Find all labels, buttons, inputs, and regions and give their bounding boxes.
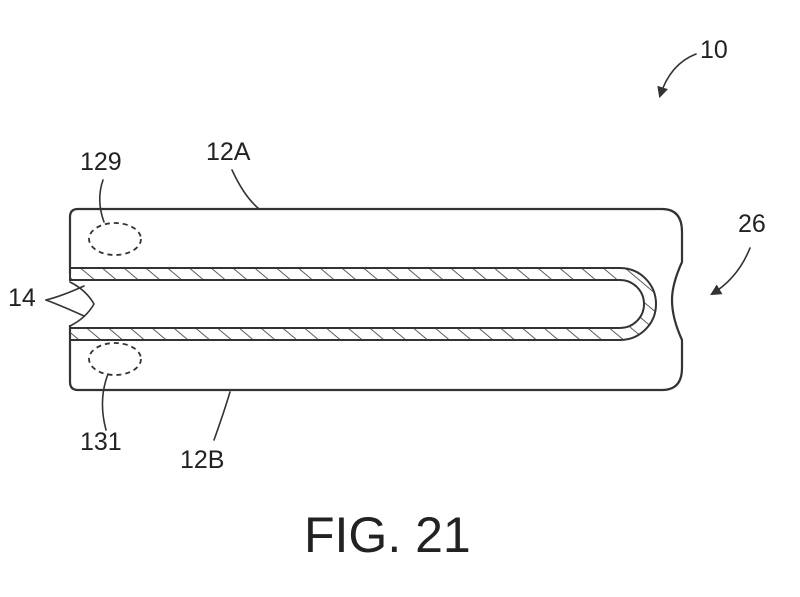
device-arrow	[657, 53, 697, 99]
gap-notch	[69, 281, 95, 327]
housing-outline	[68, 207, 684, 392]
leader-12b	[213, 391, 231, 441]
leader-129	[98, 179, 105, 223]
label-129: 129	[80, 148, 122, 176]
leader-14-upper	[45, 285, 85, 301]
label-12a: 12A	[206, 138, 251, 166]
flexible-display-layer	[69, 267, 657, 341]
label-131: 131	[80, 428, 122, 456]
leader-12a	[231, 169, 259, 209]
label-26: 26	[738, 210, 766, 238]
hinge-arrow	[710, 247, 751, 296]
label-14: 14	[8, 284, 36, 312]
figure-caption: FIG. 21	[304, 507, 471, 563]
label-10: 10	[700, 36, 728, 64]
leader-14-lower	[45, 299, 85, 317]
lower-component-outline	[88, 342, 142, 376]
upper-component-outline	[88, 222, 142, 256]
label-12b: 12B	[180, 446, 225, 474]
leader-131	[101, 373, 109, 431]
